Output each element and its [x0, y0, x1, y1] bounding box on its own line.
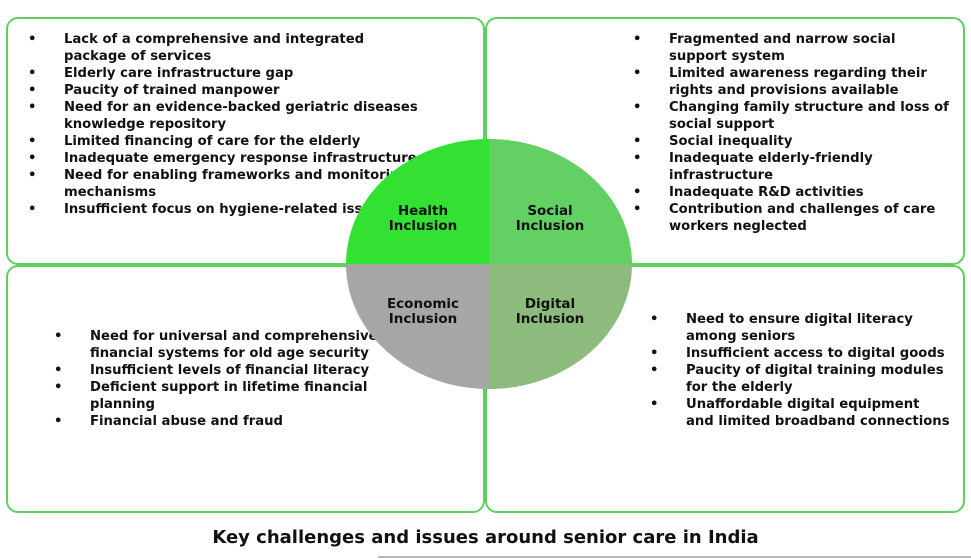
digital-segment [489, 264, 632, 389]
list-item: Limited financing of care for the elderl… [28, 133, 428, 150]
economic-issues-list: Need for universal and comprehensive fin… [54, 328, 414, 430]
social-issues-list: Fragmented and narrow social support sys… [633, 31, 953, 235]
digital-inclusion-label: Digital Inclusion [490, 297, 610, 327]
list-item: Deficient support in lifetime financial … [54, 379, 414, 413]
label-line: Inclusion [388, 218, 458, 234]
list-item: Elderly care infrastructure gap [28, 65, 428, 82]
health-issues-list: Lack of a comprehensive and integrated p… [28, 31, 428, 218]
social-inclusion-label: Social Inclusion [490, 204, 610, 234]
list-item: Insufficient focus on hygiene-related is… [28, 201, 428, 218]
list-item: Insufficient access to digital goods [650, 345, 950, 362]
list-item: Need for enabling frameworks and monitor… [28, 167, 428, 201]
list-item: Inadequate emergency response infrastruc… [28, 150, 428, 167]
digital-issues-list: Need to ensure digital literacy among se… [650, 311, 950, 430]
health-segment [346, 139, 489, 264]
health-inclusion-label: Health Inclusion [363, 204, 483, 234]
list-item: Insufficient levels of financial literac… [54, 362, 414, 379]
list-item: Fragmented and narrow social support sys… [633, 31, 953, 65]
list-item: Inadequate elderly-friendly infrastructu… [633, 150, 953, 184]
inclusion-quadrant-circle [346, 139, 632, 389]
label-line: Inclusion [515, 218, 585, 234]
list-item: Social inequality [633, 133, 953, 150]
list-item: Lack of a comprehensive and integrated p… [28, 31, 428, 65]
list-item: Need for universal and comprehensive fin… [54, 328, 414, 362]
economic-segment [346, 264, 489, 389]
figure-caption: Key challenges and issues around senior … [212, 527, 759, 548]
economic-inclusion-label: Economic Inclusion [363, 297, 483, 327]
label-line: Inclusion [515, 311, 585, 327]
list-item: Limited awareness regarding their rights… [633, 65, 953, 99]
list-item: Need to ensure digital literacy among se… [650, 311, 950, 345]
label-line: Economic [386, 296, 460, 312]
list-item: Need for an evidence-backed geriatric di… [28, 99, 428, 133]
list-item: Changing family structure and loss of so… [633, 99, 953, 133]
list-item: Unaffordable digital equipment and limit… [650, 396, 950, 430]
list-item: Inadequate R&D activities [633, 184, 953, 201]
label-line: Inclusion [388, 311, 458, 327]
list-item: Financial abuse and fraud [54, 413, 414, 430]
list-item: Paucity of trained manpower [28, 82, 428, 99]
label-line: Health [397, 203, 449, 219]
list-item: Contribution and challenges of care work… [633, 201, 953, 235]
label-line: Social [527, 203, 573, 219]
social-segment [489, 139, 632, 264]
caption-divider [378, 556, 971, 558]
list-item: Paucity of digital training modules for … [650, 362, 950, 396]
label-line: Digital [524, 296, 576, 312]
